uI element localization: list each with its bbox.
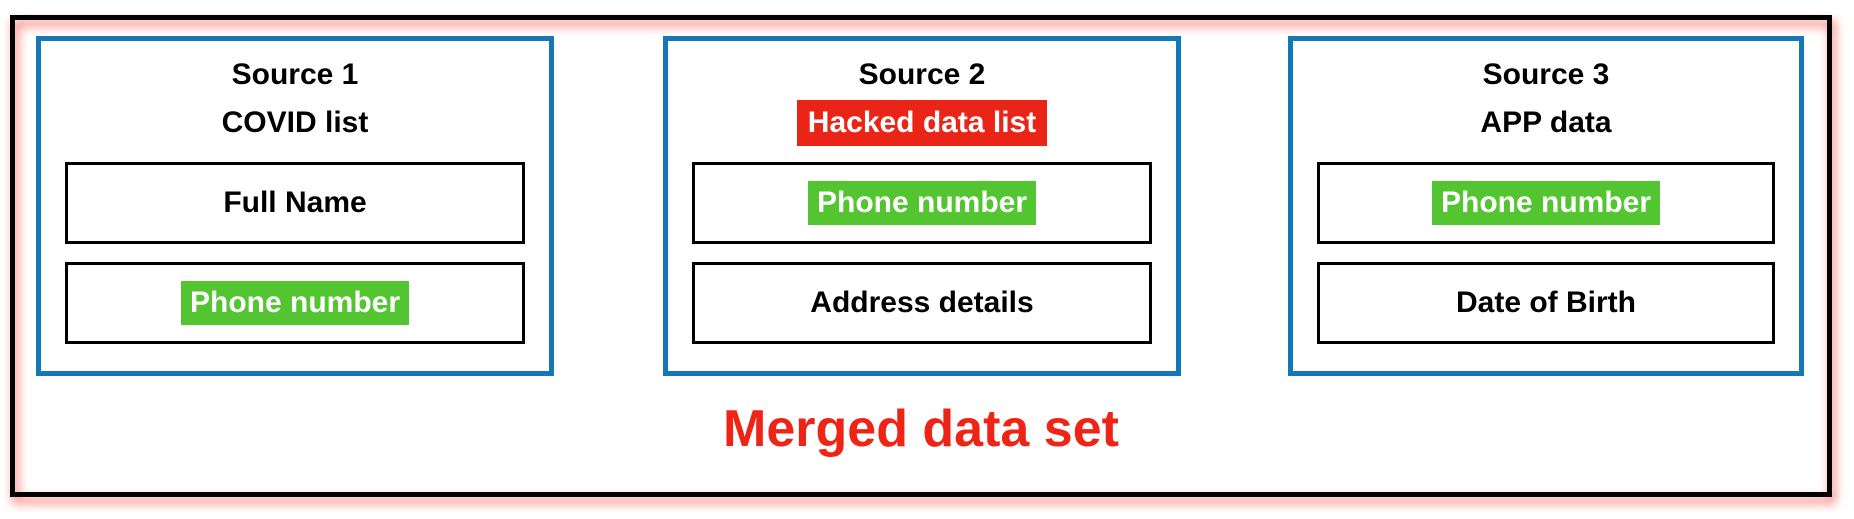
source-1-field-phone-number: Phone number xyxy=(65,262,525,344)
source-3-title: Source 3 xyxy=(1482,58,1610,91)
source-1-title: Source 1 xyxy=(231,58,359,91)
source-3-field-date-of-birth-label: Date of Birth xyxy=(1456,286,1636,319)
source-3-field-date-of-birth: Date of Birth xyxy=(1317,262,1775,344)
source-3-subtitle-label: APP data xyxy=(1480,106,1612,139)
source-1-field-full-name: Full Name xyxy=(65,162,525,244)
source-2-field-address-details: Address details xyxy=(692,262,1152,344)
source-2-subtitle-label-hacked-highlight: Hacked data list xyxy=(796,100,1048,146)
source-1-subtitle-label: COVID list xyxy=(221,106,369,139)
source-box-2: Source 2 Hacked data list Phone number A… xyxy=(663,36,1181,376)
source-3-field-phone-number-label: Phone number xyxy=(1431,181,1660,225)
source-2-title: Source 2 xyxy=(858,58,986,91)
source-2-field-address-details-label: Address details xyxy=(810,286,1034,319)
source-1-field-phone-number-label: Phone number xyxy=(180,281,409,325)
source-2-subtitle: Hacked data list xyxy=(692,100,1152,146)
source-2-field-phone-number-label: Phone number xyxy=(807,181,1036,225)
source-2-field-phone-number: Phone number xyxy=(692,162,1152,244)
source-box-1: Source 1 COVID list Full Name Phone numb… xyxy=(36,36,554,376)
merged-data-set-title: Merged data set xyxy=(723,400,1119,458)
source-box-3: Source 3 APP data Phone number Date of B… xyxy=(1288,36,1804,376)
source-1-field-full-name-label: Full Name xyxy=(223,186,367,219)
source-3-field-phone-number: Phone number xyxy=(1317,162,1775,244)
source-3-subtitle: APP data xyxy=(1317,100,1775,146)
source-1-subtitle: COVID list xyxy=(65,100,525,146)
